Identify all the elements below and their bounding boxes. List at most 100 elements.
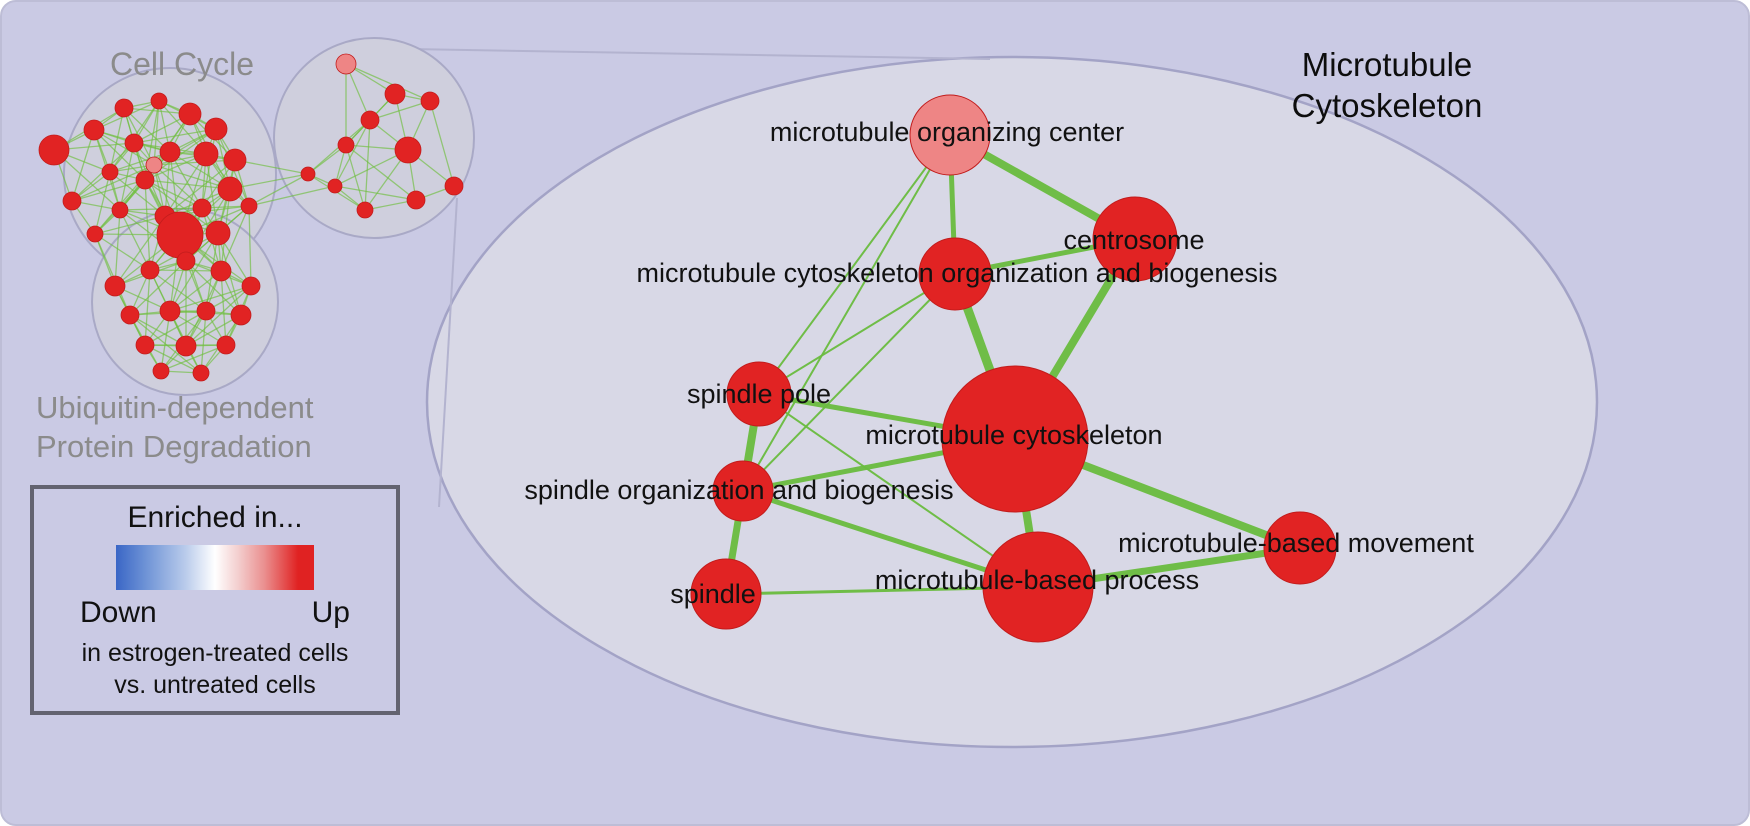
legend-down-label: Down — [80, 596, 157, 629]
detail-node-label-mtcob: microtubule cytoskeleton organization an… — [637, 258, 1278, 288]
overview-edge — [369, 100, 431, 121]
overview-edge — [185, 314, 242, 347]
overview-node — [178, 102, 202, 126]
overview-edge — [153, 159, 236, 166]
overview-node — [62, 191, 82, 211]
detail-edge-moc-spindle_pole — [758, 134, 951, 395]
overview-edge — [220, 270, 227, 346]
overview-edge — [144, 179, 231, 190]
overview-edge — [93, 129, 146, 181]
overview-node — [140, 260, 160, 280]
overview-edge — [129, 314, 187, 347]
cluster-label-ubiquitin-line1: Ubiquitin-dependent — [36, 390, 314, 425]
detail-node-label-spindle: spindle — [670, 579, 756, 609]
overview-edge — [185, 285, 252, 347]
overview-edge — [153, 100, 160, 166]
overview-edge — [169, 232, 219, 312]
overview-node — [145, 156, 163, 174]
overview-node — [135, 170, 155, 190]
detail-node-spindle — [690, 558, 762, 630]
overview-node — [192, 364, 210, 382]
detail-node-label-spindle_org: spindle organization and biogenesis — [524, 475, 953, 505]
detail-edge-moc-spindle_org — [742, 134, 951, 492]
overview-node — [300, 166, 316, 182]
overview-edge — [229, 173, 309, 190]
overview-edge — [94, 171, 111, 235]
overview-node — [193, 141, 219, 167]
overview-node — [124, 133, 144, 153]
overview-node — [101, 163, 119, 181]
detail-node-label-mt_process: microtubule-based process — [875, 565, 1199, 595]
overview-edge — [119, 209, 151, 271]
overview-node — [420, 91, 440, 111]
overview-node — [156, 211, 204, 259]
overview-edge — [94, 233, 151, 271]
overview-node — [223, 148, 247, 172]
detail-node-spindle_org — [712, 460, 774, 522]
overview-edge — [94, 215, 166, 235]
overview-node — [152, 362, 170, 380]
overview-edge — [144, 310, 207, 346]
legend-caption-line2: vs. untreated cells — [114, 671, 316, 699]
detail-node-label-mt_movement: microtubule-based movement — [1118, 528, 1474, 558]
overview-edge — [71, 179, 146, 202]
detail-node-label-spindle_pole: spindle pole — [687, 379, 831, 409]
overview-node — [337, 136, 355, 154]
overview-node — [159, 300, 181, 322]
overview-edge — [129, 260, 187, 316]
overview-edge — [345, 63, 431, 102]
overview-edge — [144, 179, 151, 271]
detail-node-mt_process — [982, 531, 1094, 643]
overview-node — [150, 92, 168, 110]
detail-node-moc — [909, 94, 991, 176]
overview-node — [38, 134, 70, 166]
legend-title: Enriched in... — [127, 501, 303, 534]
cluster-label-ubiquitin-line2: Protein Degradation — [36, 429, 312, 464]
overview-edge — [334, 119, 371, 187]
legend-gradient-bar — [116, 545, 314, 590]
overview-node — [327, 178, 343, 194]
cluster-label-cell-cycle: Cell Cycle — [110, 46, 255, 82]
overview-node — [83, 119, 105, 141]
overview-edge — [364, 119, 371, 211]
detail-cluster-title: Microtubule Cytoskeleton — [1280, 44, 1494, 126]
legend-box: Enriched in... Down Up in estrogen-treat… — [30, 485, 400, 715]
overview-node — [175, 335, 197, 357]
detail-edge-spindle_pole-mt_process — [758, 393, 1039, 588]
overview-edge — [169, 270, 222, 312]
overview-edge — [109, 107, 125, 173]
overview-edge — [334, 149, 409, 187]
overview-edge — [133, 128, 217, 144]
overview-edge — [164, 151, 171, 217]
magnifier-connector-line — [438, 197, 458, 508]
detail-node-mt_movement — [1263, 511, 1337, 585]
overview-node — [205, 220, 231, 246]
overview-edge — [248, 205, 252, 287]
overview-node — [360, 110, 380, 130]
overview-edge — [345, 144, 366, 211]
detail-cluster-title-line1: Microtubule — [1301, 46, 1473, 83]
overview-node — [192, 198, 212, 218]
overview-edge — [144, 179, 203, 209]
overview-node — [159, 141, 181, 163]
overview-edge — [334, 185, 417, 201]
overview-node — [444, 176, 464, 196]
overview-node — [216, 335, 236, 355]
cluster-label-ubiquitin: Ubiquitin-dependent Protein Degradation — [36, 388, 314, 466]
overview-node — [86, 225, 104, 243]
overview-node — [120, 305, 140, 325]
overview-node — [356, 201, 374, 219]
overview-node — [406, 190, 426, 210]
overview-node — [104, 275, 126, 297]
overview-node — [196, 301, 216, 321]
overview-edge — [164, 159, 236, 217]
legend-caption-line1: in estrogen-treated cells — [81, 639, 349, 667]
overview-edge — [248, 185, 336, 207]
overview-node — [204, 117, 228, 141]
overview-edge — [93, 129, 155, 166]
overview-node — [335, 53, 357, 75]
legend-up-label: Up — [311, 596, 350, 629]
overview-node — [114, 98, 134, 118]
overview-edge — [71, 129, 95, 202]
overview-node — [394, 136, 422, 164]
